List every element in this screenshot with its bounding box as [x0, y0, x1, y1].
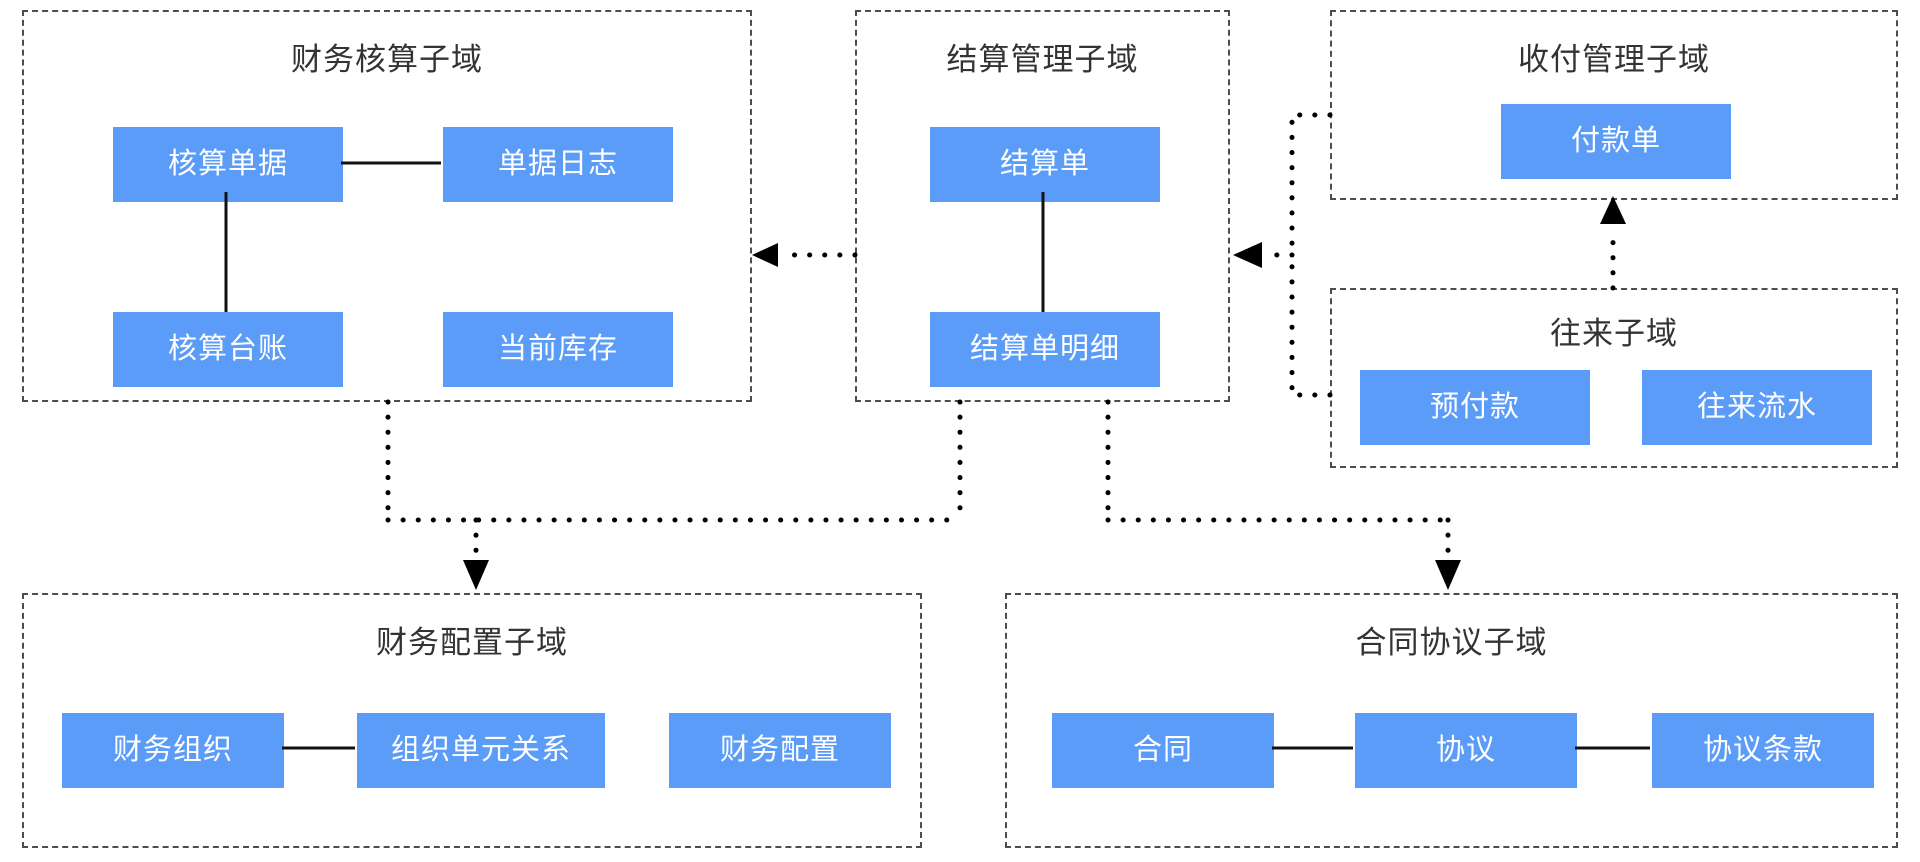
panel-fin-config[interactable]: 财务配置子域 财务组织 组织单元关系 财务配置 — [22, 593, 922, 848]
entity-accounting-doc[interactable]: 核算单据 — [113, 127, 343, 202]
link-payment-bracket-top — [1289, 112, 1333, 258]
panel-title-settlement: 结算管理子域 — [946, 42, 1139, 77]
panel-accounting[interactable]: 财务核算子域 核算单据 单据日志 核算台账 当前库存 — [22, 10, 752, 402]
entity-settlement-order[interactable]: 结算单 — [930, 127, 1160, 202]
panel-title-accounting: 财务核算子域 — [291, 42, 483, 77]
panel-title-current-account: 往来子域 — [1550, 316, 1678, 351]
entity-fin-org[interactable]: 财务组织 — [62, 713, 284, 788]
panel-current-account[interactable]: 往来子域 预付款 往来流水 — [1330, 288, 1898, 468]
arrow-head-bracket-to-contract — [1435, 560, 1461, 590]
entity-fin-config[interactable]: 财务配置 — [669, 713, 891, 788]
entity-accounting-ledger[interactable]: 核算台账 — [113, 312, 343, 387]
entity-current-stock[interactable]: 当前库存 — [443, 312, 673, 387]
arrow-head-bracket-to-fin-config — [463, 560, 489, 590]
entity-org-unit-relation[interactable]: 组织单元关系 — [357, 713, 605, 788]
panel-title-payment: 收付管理子域 — [1518, 42, 1710, 77]
entity-agreement[interactable]: 协议 — [1355, 713, 1577, 788]
panel-title-contract: 合同协议子域 — [1355, 625, 1548, 660]
panel-contract[interactable]: 合同协议子域 合同 协议 协议条款 — [1005, 593, 1898, 848]
panel-title-fin-config: 财务配置子域 — [376, 625, 568, 660]
entity-settlement-detail[interactable]: 结算单明细 — [930, 312, 1160, 387]
entity-payment-order[interactable]: 付款单 — [1501, 104, 1731, 179]
entity-agreement-clause[interactable]: 协议条款 — [1652, 713, 1874, 788]
entity-contract[interactable]: 合同 — [1052, 713, 1274, 788]
link-current-account-bracket-bottom — [1289, 252, 1333, 398]
entity-prepayment[interactable]: 预付款 — [1360, 370, 1590, 445]
arrow-head-settlement-to-accounting — [752, 243, 778, 267]
arrow-head-current-account-to-payment — [1600, 196, 1626, 224]
panel-payment[interactable]: 收付管理子域 付款单 — [1330, 10, 1898, 200]
entity-doc-log[interactable]: 单据日志 — [443, 127, 673, 202]
panel-settlement[interactable]: 结算管理子域 结算单 结算单明细 — [855, 10, 1230, 402]
arrow-head-right-bracket-to-settlement — [1233, 242, 1262, 268]
entity-account-flow[interactable]: 往来流水 — [1642, 370, 1872, 445]
